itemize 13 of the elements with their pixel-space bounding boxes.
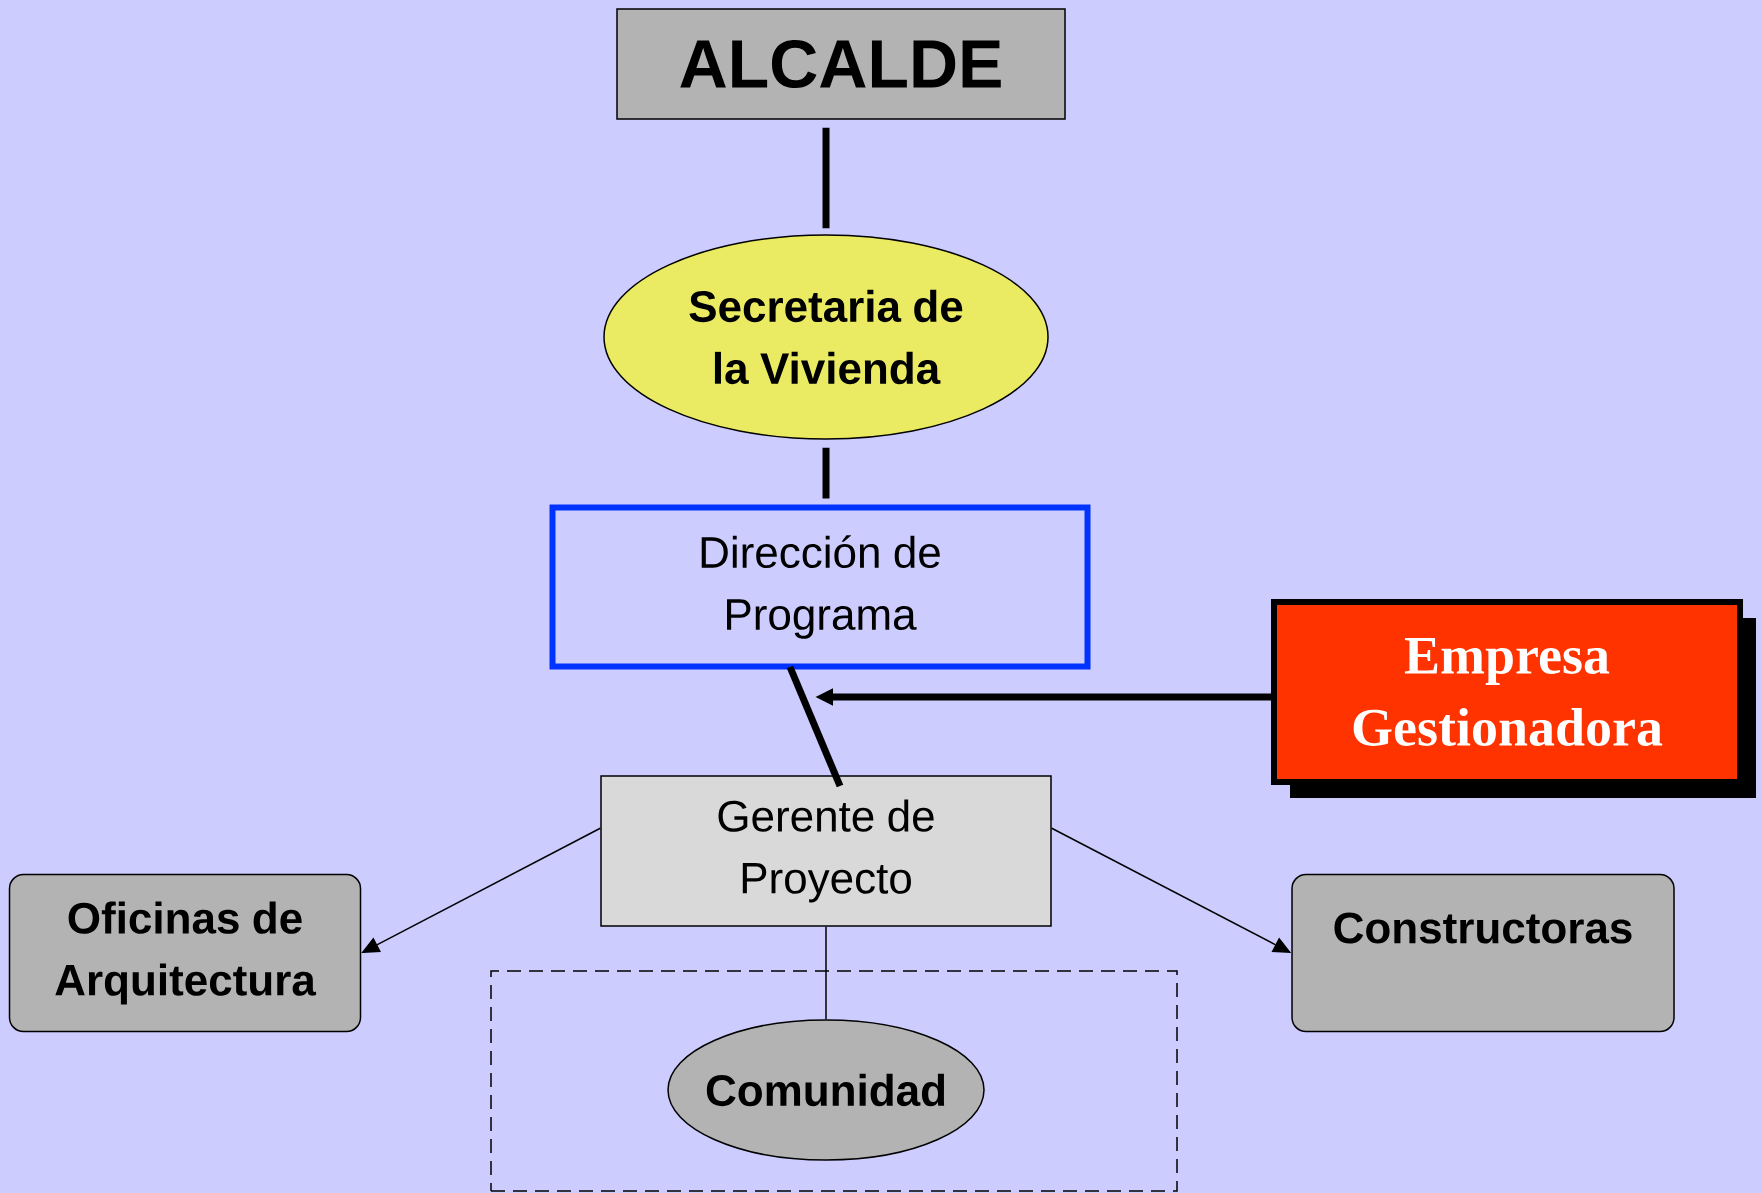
company-box: Empresa Gestionadora xyxy=(1271,599,1756,798)
manager-box: Gerente de Proyecto xyxy=(600,775,1052,927)
ellipse-node: Comunidad xyxy=(667,1019,985,1161)
dashed-frame xyxy=(490,970,1178,1192)
rounded-box: Constructoras xyxy=(1291,873,1675,1033)
connector xyxy=(786,665,844,788)
ellipse-node: Secretaria de la Vivienda xyxy=(603,234,1049,440)
program-box: Dirección de Programa xyxy=(549,504,1091,670)
connector xyxy=(822,447,830,499)
rounded-box: Oficinas de Arquitectura xyxy=(8,873,362,1033)
connector xyxy=(822,127,830,229)
title-box: ALCALDE xyxy=(616,8,1066,120)
connector xyxy=(825,926,827,1020)
